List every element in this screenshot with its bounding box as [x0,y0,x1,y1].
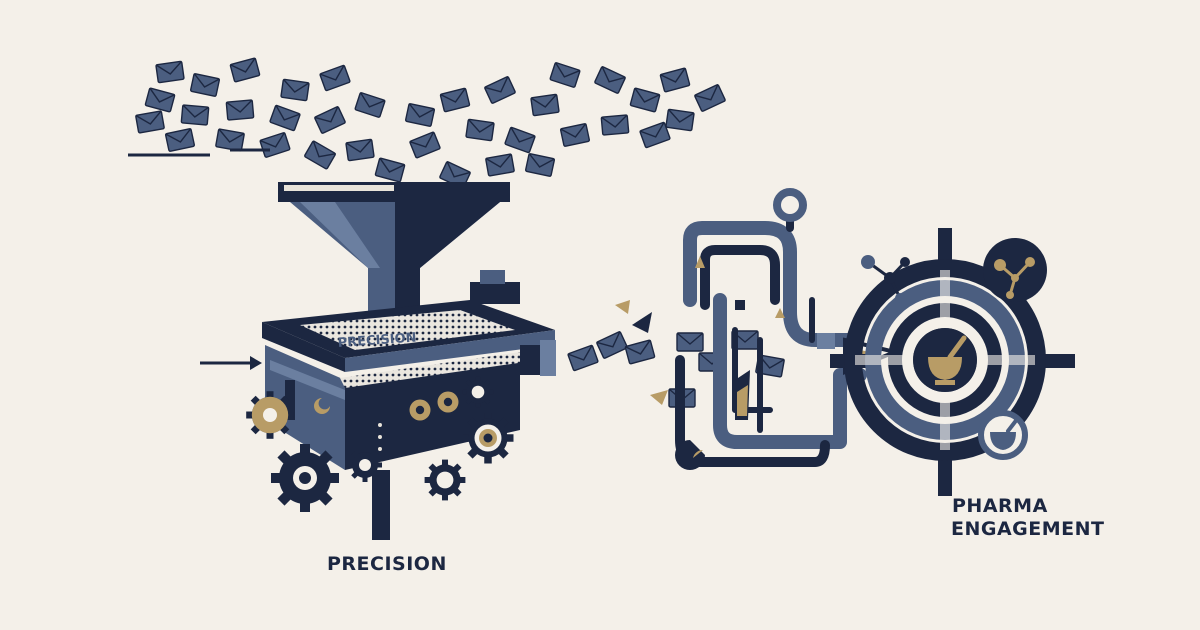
envelope-icon [595,330,629,360]
envelope-icon [229,57,261,83]
envelope-icon [319,64,351,92]
envelope-icon [404,102,436,128]
envelope-icon [214,128,246,152]
envelope-icon [465,118,495,142]
envelope-icon [280,78,310,102]
envelope-icon [665,108,695,132]
pharma-label-line2: ENGAGEMENT [951,518,1105,540]
mortar-pestle-badge [978,410,1028,460]
molecule-icon [983,238,1047,302]
envelope-icon [659,67,691,93]
gear-icon [437,391,459,413]
precision-label: PRECISION [327,553,447,575]
envelope-icon [629,87,661,113]
pipe-icon [675,188,867,467]
envelope-icon [180,104,210,126]
gear-icon [409,399,431,421]
envelope-icon [484,153,516,177]
envelope-icon [374,157,406,183]
envelope-icon [524,152,556,178]
envelope-icon [134,110,166,134]
envelope-icon [313,105,347,135]
envelope-icon [624,339,656,365]
envelope-icon [155,60,185,84]
gear-icon [246,391,294,439]
envelope-transfer [567,300,786,408]
mortar-pestle-icon [928,335,967,385]
envelope-icon [345,138,375,162]
envelope-icon [530,93,560,117]
envelope-icon [549,61,581,89]
envelope-icon [144,87,176,113]
envelope-icon [354,91,386,119]
envelope-icon [600,114,630,136]
envelope-icon [439,87,471,113]
envelope-icon [693,83,727,113]
envelope-icon [303,140,337,170]
pharma-engagement-label: PHARMA ENGAGEMENT [951,495,1105,541]
envelope-icon [269,104,301,132]
envelope-icon [483,75,517,105]
pharma-label-line1: PHARMA [952,495,1048,517]
envelope-icon [504,126,536,154]
molecule-icon [861,255,910,303]
envelope-icon [676,332,704,352]
envelope-stream [128,57,727,190]
mesh-label: PRECISION [337,331,417,351]
gear-icon [348,448,382,482]
envelope-icon [225,99,255,121]
envelope-icon [593,65,627,95]
gear-icon [462,412,514,464]
arrow-icon [200,356,262,370]
envelope-icon [259,131,291,159]
envelope-icon [559,122,591,148]
envelope-icon [189,72,221,98]
gear-cluster [246,376,514,512]
envelope-icon [164,127,196,153]
gear-icon [271,444,339,512]
gear-icon [462,376,494,408]
envelope-icon [408,131,442,159]
envelope-icon [567,344,599,372]
gear-icon [424,459,466,501]
